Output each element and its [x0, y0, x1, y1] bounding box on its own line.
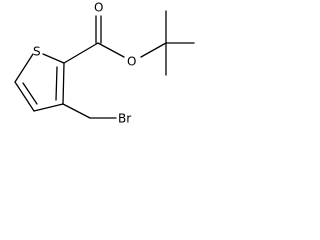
- bond-c2-carbonyl: [63, 42, 99, 64]
- sulfur-label: S: [33, 45, 41, 59]
- bond-carbonyl-ester-o: [97, 42, 125, 58]
- bromomethyl-group: [62, 103, 117, 119]
- thiophene-ring: [14, 53, 65, 112]
- bond-c4-c3: [33, 103, 64, 112]
- carbonyl-oxygen-label: O: [94, 1, 103, 15]
- bond-c5-c4-inner: [22, 82, 38, 105]
- bond-c3-c2: [62, 62, 65, 105]
- tert-butyl-group: [165, 10, 195, 76]
- ester-group: [63, 15, 167, 64]
- bond-s-c2: [42, 53, 65, 64]
- ester-oxygen-label: O: [127, 55, 136, 69]
- bond-c3-ch2: [62, 103, 91, 119]
- bond-ester-o-cquat: [140, 42, 167, 58]
- bond-c5-c4: [14, 81, 35, 112]
- bond-s-c5: [14, 53, 34, 83]
- bromine-label: Br: [118, 112, 131, 126]
- chemical-structure: S O O Br: [14, 1, 195, 126]
- bond-c3-c2-inner: [55, 66, 58, 101]
